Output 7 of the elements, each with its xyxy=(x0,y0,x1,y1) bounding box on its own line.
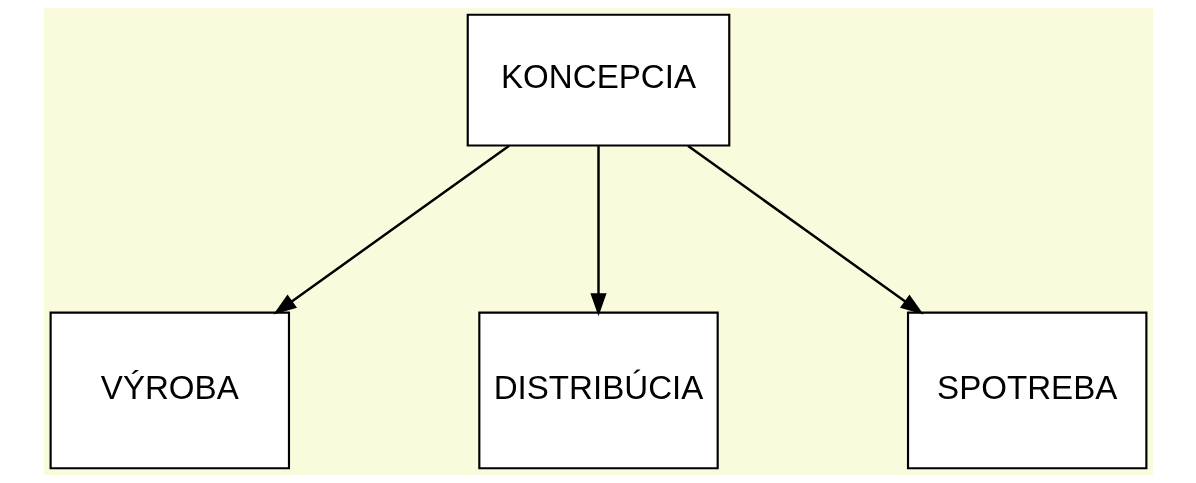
node-box: SPOTREBA xyxy=(906,311,1147,470)
arrow xyxy=(686,144,924,315)
node-box: VÝROBA xyxy=(49,311,290,470)
node-box: DISTRIBÚCIA xyxy=(477,311,719,470)
node-box: KONCEPCIA xyxy=(466,13,730,147)
arrow xyxy=(272,144,510,315)
arrow xyxy=(589,146,607,317)
